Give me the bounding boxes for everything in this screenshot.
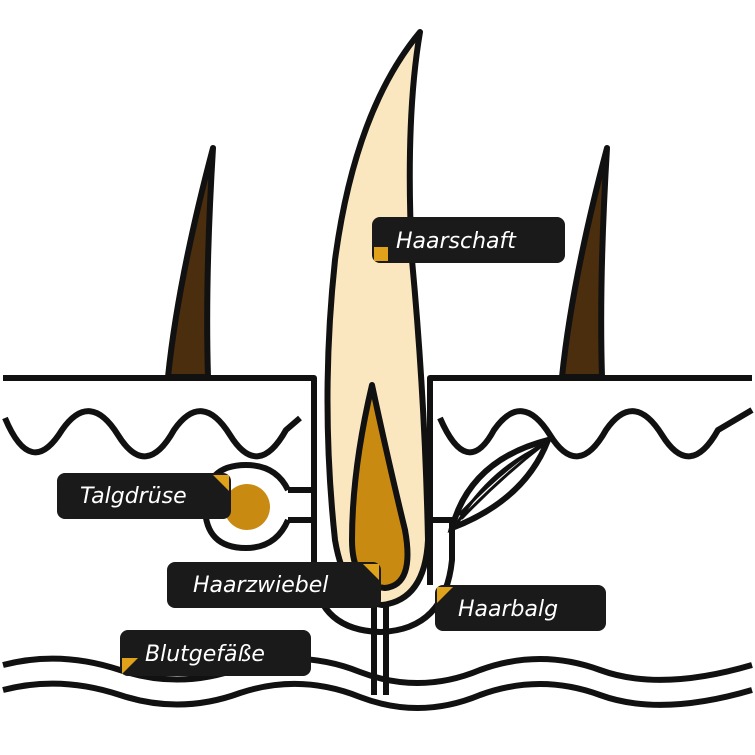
arrector-pili-muscle — [447, 435, 553, 533]
label-blutgefaesse-text: Blutgefäße — [145, 642, 265, 667]
label-haarbalg: Haarbalg — [435, 585, 606, 631]
epidermis-wave — [2, 407, 754, 460]
label-blutgefaesse: Blutgefäße — [120, 630, 311, 676]
label-haarzwiebel-text: Haarzwiebel — [193, 573, 328, 598]
label-haarschaft: Haarschaft — [372, 217, 565, 263]
small-hair-right — [559, 145, 610, 380]
label-talgdruese: Talgdrüse — [57, 473, 231, 519]
label-talgdruese-text: Talgdrüse — [80, 484, 187, 509]
label-blutgefaesse-bg — [120, 630, 311, 676]
blood-vessels — [2, 605, 753, 711]
label-haarschaft-bg — [372, 217, 565, 263]
label-haarbalg-bg — [435, 585, 606, 631]
hair-bulb — [349, 382, 411, 591]
label-haarbalg-marker — [437, 587, 453, 603]
label-haarschaft-text: Haarschaft — [396, 229, 517, 254]
label-haarbalg-text: Haarbalg — [458, 597, 558, 622]
hair-shaft — [324, 29, 431, 608]
label-haarzwiebel-bg — [167, 562, 381, 608]
small-hair-left — [165, 145, 216, 380]
label-haarzwiebel: Haarzwiebel — [167, 562, 381, 608]
label-talgdruese-marker — [213, 475, 229, 491]
label-haarzwiebel-marker — [363, 564, 379, 580]
label-blutgefaesse-marker — [122, 658, 138, 674]
label-talgdruese-bg — [57, 473, 231, 519]
sebaceous-gland-core — [224, 484, 270, 530]
label-haarschaft-marker — [374, 247, 388, 261]
